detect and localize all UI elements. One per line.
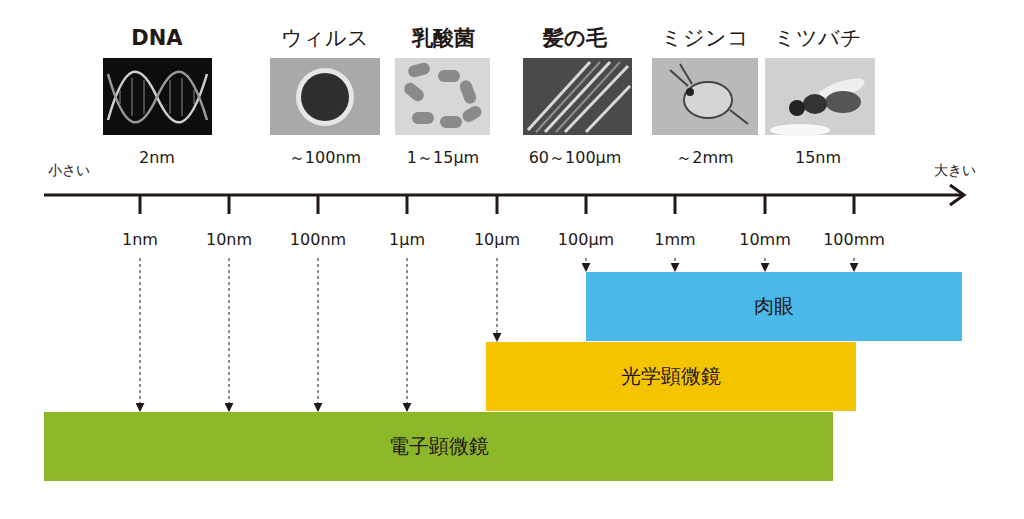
- helix-strand: [108, 72, 207, 123]
- photo-frame: [765, 58, 875, 135]
- bee-photo: [765, 58, 875, 136]
- hair-strands: [528, 62, 630, 132]
- dna-photo: [103, 58, 212, 135]
- daphnia-body: [684, 82, 732, 118]
- helix-rungs: [120, 78, 194, 116]
- virus-halo: [296, 68, 354, 126]
- bee-thorax: [803, 94, 827, 114]
- range-band: 電子顕微鏡: [44, 412, 833, 481]
- daphnia-eye: [686, 88, 694, 96]
- tick-label: 100mm: [823, 231, 885, 249]
- daphnia-photo: [652, 58, 758, 135]
- specimen-name: ミツバチ: [774, 26, 862, 50]
- bacteria-cells: [402, 61, 484, 128]
- hair-photo: [523, 58, 632, 135]
- bee-head: [789, 100, 805, 116]
- tick-label: 10μm: [474, 231, 520, 249]
- band-label: 電子顕微鏡: [389, 433, 489, 460]
- photo-frame: [652, 58, 758, 135]
- size-value: 60～100μm: [529, 149, 622, 167]
- range-band: 肉眼: [586, 272, 962, 341]
- size-value: ～2mm: [676, 149, 733, 167]
- virus-photo: [270, 58, 380, 135]
- band-label: 肉眼: [754, 293, 794, 320]
- bacteria-photo: [395, 58, 490, 135]
- daphnia-antenna: [670, 64, 692, 86]
- photo-frame: [523, 58, 632, 135]
- photo-frame: [103, 58, 212, 135]
- specimen-name: ミジンコ: [661, 26, 749, 50]
- virus-body: [301, 73, 349, 121]
- axis-line: [44, 194, 962, 197]
- size-value: ～100nm: [289, 149, 361, 167]
- bee-abdomen: [825, 91, 861, 113]
- tick-label: 1μm: [389, 231, 425, 249]
- axis-end-label: 小さい: [48, 162, 90, 178]
- axis-ticks: [140, 195, 854, 214]
- specimen-name: 乳酸菌: [412, 26, 475, 50]
- range-band: 光学顕微鏡: [486, 342, 856, 411]
- flower: [770, 124, 830, 136]
- size-value: 1～15μm: [407, 149, 479, 167]
- tick-label: 1nm: [122, 231, 158, 249]
- hair-strands: [536, 62, 620, 132]
- band-label: 光学顕微鏡: [621, 363, 721, 390]
- tick-label: 10nm: [206, 231, 252, 249]
- specimen-name: 髪の毛: [543, 26, 607, 50]
- tick-label: 100nm: [290, 231, 346, 249]
- photo-frame: [270, 58, 380, 135]
- photo-frame: [395, 58, 490, 135]
- specimen-name: DNA: [131, 26, 182, 50]
- tick-label: 1mm: [654, 231, 695, 249]
- size-value: 2nm: [139, 149, 175, 167]
- tick-label: 100μm: [558, 231, 614, 249]
- size-value: 15nm: [795, 149, 841, 167]
- axis-end-label: 大きい: [934, 162, 976, 178]
- axis-arrowhead: [950, 185, 964, 205]
- specimen-name: ウィルス: [281, 26, 369, 50]
- daphnia-spine: [730, 110, 748, 124]
- helix-strand: [108, 72, 207, 123]
- tick-label: 10mm: [739, 231, 791, 249]
